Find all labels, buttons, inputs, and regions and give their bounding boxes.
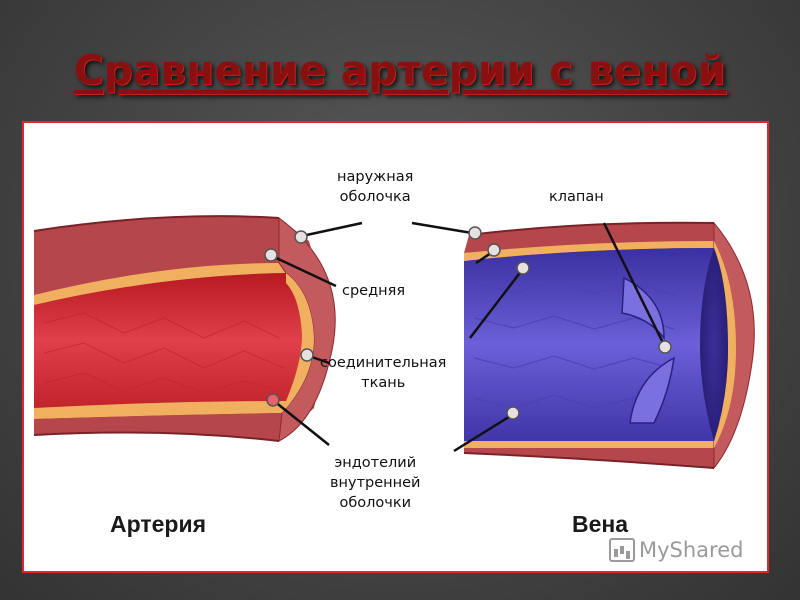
vessel-diagram <box>33 215 755 470</box>
diagram-frame: наружная оболочка клапан средняя соедини… <box>22 121 769 573</box>
label-endothelium: эндотелий внутренней оболочки <box>330 455 421 511</box>
marker-dots <box>264 226 672 420</box>
watermark-text: MyShared <box>639 538 744 562</box>
label-middle: средняя <box>342 283 406 299</box>
label-outer-layer: наружная оболочка <box>337 169 414 205</box>
chart-icon <box>609 538 635 562</box>
label-valve: клапан <box>549 189 604 205</box>
artery-illustration <box>33 215 336 442</box>
vein-illustration <box>463 221 755 470</box>
label-connective-tissue: соединительная ткань <box>320 355 447 391</box>
label-artery: Артерия <box>110 511 207 537</box>
slide-title: Сравнение артерии с веной <box>73 48 727 94</box>
watermark: MyShared <box>609 538 743 562</box>
label-vein: Вена <box>572 511 629 537</box>
